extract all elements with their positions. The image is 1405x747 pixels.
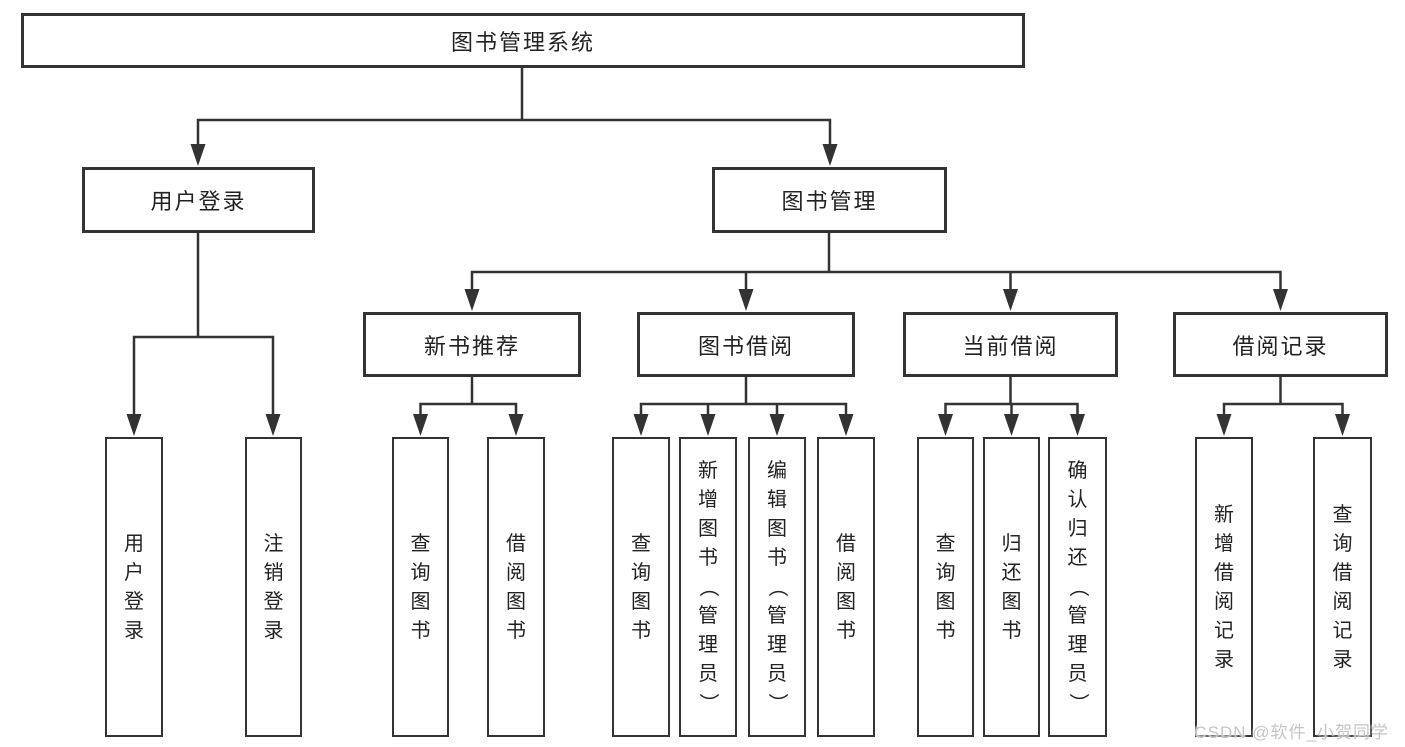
leaf-user-login: 用户登录 (105, 437, 163, 737)
leaf-bb-edit-books-admin: 编辑图书（管理员） (748, 437, 806, 737)
leaf-logout-label: 注销登录 (263, 532, 284, 642)
node-book-management-label: 图书管理 (781, 189, 878, 214)
watermark: CSDN @软件_小贺同学 (1194, 723, 1389, 742)
leaf-nbr-query-books: 查询图书 (392, 437, 449, 737)
leaf-bb-query-books: 查询图书 (612, 437, 670, 737)
node-user-login-label: 用户登录 (150, 189, 247, 214)
leaf-cb-return-books-label: 归还图书 (1001, 532, 1022, 642)
node-current-borrowing: 当前借阅 (903, 312, 1118, 377)
leaf-bb-borrow-books: 借阅图书 (817, 437, 875, 737)
leaf-user-login-label: 用户登录 (124, 532, 144, 642)
arrowheads (126, 144, 1350, 436)
node-root: 图书管理系统 (21, 13, 1025, 68)
node-current-borrowing-label: 当前借阅 (962, 333, 1059, 359)
node-new-book-recommend-label: 新书推荐 (423, 333, 520, 359)
leaf-br-add-borrow-record-label: 新增借阅记录 (1214, 503, 1234, 671)
leaf-cb-confirm-return-admin-label: 确认归还（管理员） (1066, 460, 1089, 713)
leaf-logout: 注销登录 (245, 437, 302, 737)
node-borrowing-records-label: 借阅记录 (1232, 333, 1329, 359)
leaf-nbr-query-books-label: 查询图书 (410, 532, 431, 642)
node-user-login: 用户登录 (82, 167, 315, 233)
node-book-borrowing-label: 图书借阅 (697, 333, 794, 359)
leaf-bb-query-books-label: 查询图书 (631, 532, 651, 642)
leaf-cb-query-books-label: 查询图书 (935, 532, 956, 642)
node-new-book-recommend: 新书推荐 (363, 312, 581, 377)
leaf-br-query-borrow-record: 查询借阅记录 (1313, 437, 1372, 737)
leaf-nbr-borrow-books-label: 借阅图书 (506, 532, 526, 642)
leaf-bb-add-books-admin-label: 新增图书（管理员） (697, 460, 719, 713)
leaf-br-add-borrow-record: 新增借阅记录 (1195, 437, 1253, 737)
leaf-bb-add-books-admin: 新增图书（管理员） (679, 437, 737, 737)
leaf-cb-query-books: 查询图书 (917, 437, 974, 737)
leaf-br-query-borrow-record-label: 查询借阅记录 (1332, 503, 1353, 671)
leaf-cb-confirm-return-admin: 确认归还（管理员） (1048, 437, 1107, 737)
node-book-borrowing: 图书借阅 (637, 312, 855, 377)
node-borrowing-records: 借阅记录 (1173, 312, 1388, 377)
leaf-nbr-borrow-books: 借阅图书 (487, 437, 545, 737)
node-root-label: 图书管理系统 (450, 29, 595, 55)
leaf-bb-edit-books-admin-label: 编辑图书（管理员） (766, 460, 788, 713)
node-book-management: 图书管理 (712, 167, 947, 233)
leaf-bb-borrow-books-label: 借阅图书 (836, 532, 856, 642)
leaf-cb-return-books: 归还图书 (983, 437, 1040, 737)
